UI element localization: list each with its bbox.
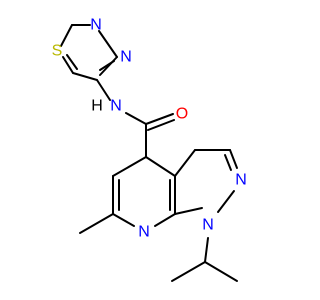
nitrogen-atom-label: N (235, 172, 247, 189)
bond (174, 149, 196, 177)
nitrogen-atom-label: N (90, 17, 102, 34)
nitrogen-atom-label: N (120, 49, 132, 66)
bond (224, 154, 232, 171)
bond (217, 190, 235, 213)
bond (145, 156, 176, 177)
bond (125, 112, 147, 125)
bond (66, 54, 78, 70)
bond (174, 207, 203, 215)
bond (112, 156, 147, 177)
bond (147, 119, 175, 131)
bond (79, 213, 114, 234)
bond (96, 79, 111, 101)
bond (229, 149, 238, 169)
oxygen-atom-label: O (176, 106, 188, 123)
bond (62, 56, 74, 74)
bond (171, 261, 206, 282)
bond (60, 24, 73, 47)
nitrogen-atom-label: N (138, 224, 150, 241)
bond (98, 30, 118, 58)
bond (154, 213, 176, 227)
bond (99, 60, 115, 71)
hydrogen-atom-label: H (91, 98, 103, 115)
atom-labels: S N N N H O N N N (52, 17, 247, 241)
bond (99, 56, 118, 76)
bond (204, 261, 238, 282)
nitrogen-atom-label: N (202, 217, 214, 234)
bond (145, 113, 174, 125)
bond (72, 72, 98, 81)
bonds (60, 24, 238, 282)
nitrogen-atom-label: N (110, 98, 122, 115)
molecule-structure: S N N N H O N N N (52, 17, 247, 282)
sulfur-atom-label: S (52, 43, 63, 60)
bond (204, 237, 209, 263)
bond (112, 213, 135, 227)
